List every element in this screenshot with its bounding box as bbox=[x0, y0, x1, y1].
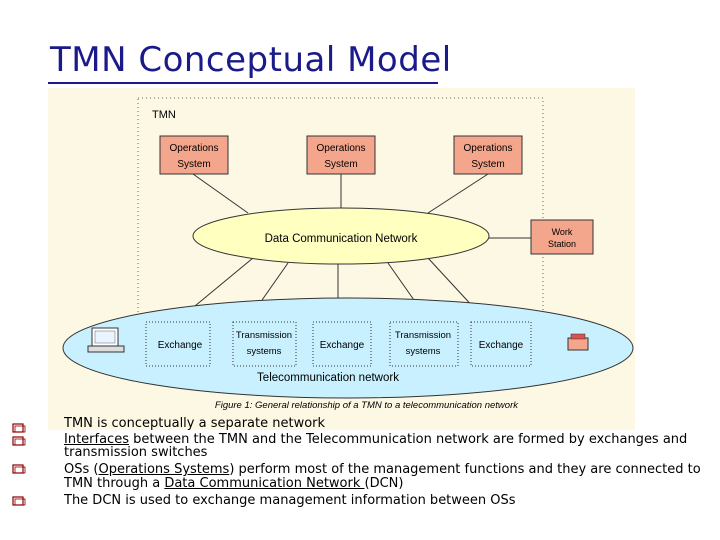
telephone-icon bbox=[567, 333, 589, 351]
bullet-box-icon bbox=[12, 436, 26, 446]
workstation-line2: Station bbox=[548, 239, 576, 249]
bullet-3: OSs (Operations Systems) perform most of… bbox=[64, 462, 701, 477]
exchange-label: Exchange bbox=[158, 340, 203, 351]
bullet-box-icon bbox=[12, 496, 26, 506]
bullet-3-line2: TMN through a Data Communication Network… bbox=[64, 476, 403, 491]
bullet-3-post: ) perform most of the management functio… bbox=[229, 462, 701, 477]
operations-system-3: Operations System bbox=[453, 135, 523, 175]
bullet-2-text: between the TMN and the Telecommunicatio… bbox=[128, 432, 688, 447]
work-station: Work Station bbox=[530, 219, 594, 255]
os-label-line2: System bbox=[177, 159, 210, 170]
figure-caption: Figure 1: General relationship of a TMN … bbox=[215, 400, 519, 411]
os-label-line1: Operations bbox=[170, 143, 219, 154]
tmn-boundary bbox=[137, 97, 544, 329]
workstation-line1: Work bbox=[552, 227, 573, 237]
operations-system-2: Operations System bbox=[306, 135, 376, 175]
bullet-3-line2-post: (DCN) bbox=[364, 476, 404, 491]
interfaces-link[interactable]: Interfaces bbox=[64, 432, 129, 447]
operations-system-1: Operations System bbox=[159, 135, 229, 175]
os-label-line1: Operations bbox=[464, 143, 513, 154]
bullet-1: TMN is conceptually a separate network bbox=[64, 416, 326, 431]
bullet-2: Interfaces between the TMN and the Telec… bbox=[64, 432, 687, 447]
dcn-link[interactable]: Data Communication Network bbox=[164, 476, 365, 491]
exchange-1: Exchange bbox=[145, 321, 211, 367]
dcn-label: Data Communication Network bbox=[265, 233, 418, 245]
os-label-line2: System bbox=[324, 159, 357, 170]
dcn-ellipse bbox=[192, 207, 490, 265]
transmission-label-line2: systems bbox=[247, 346, 282, 357]
tmn-diagram: TMN Data Communication Network bbox=[62, 97, 634, 411]
bullet-3-line2-pre: TMN through a bbox=[64, 476, 165, 491]
bullet-box-icon bbox=[12, 423, 26, 433]
telecom-network-label: Telecommunication network bbox=[257, 372, 399, 384]
exchange-3: Exchange bbox=[470, 321, 532, 367]
transmission-label-line1: Transmission bbox=[236, 330, 292, 341]
operations-systems-link[interactable]: Operations Systems bbox=[98, 462, 230, 477]
exchange-2: Exchange bbox=[312, 321, 372, 367]
bullet-box-icon bbox=[12, 464, 26, 474]
computer-icon bbox=[87, 327, 125, 353]
tmn-label: TMN bbox=[152, 109, 176, 121]
transmission-system-2: Transmission systems bbox=[389, 321, 459, 367]
transmission-system-1: Transmission systems bbox=[232, 321, 297, 367]
bullet-4: The DCN is used to exchange management i… bbox=[64, 493, 516, 508]
os-label-line2: System bbox=[471, 159, 504, 170]
transmission-label-line2: systems bbox=[406, 346, 441, 357]
transmission-label-line1: Transmission bbox=[395, 330, 451, 341]
exchange-label: Exchange bbox=[479, 340, 524, 351]
tmn-figure: TMN Data Communication Network bbox=[48, 88, 635, 430]
slide-title: TMN Conceptual Model bbox=[50, 40, 452, 80]
exchange-label: Exchange bbox=[320, 340, 365, 351]
os-label-line1: Operations bbox=[317, 143, 366, 154]
bullet-2-line2: transmission switches bbox=[64, 445, 208, 460]
bullet-3-pre: OSs ( bbox=[64, 462, 99, 477]
title-underline bbox=[48, 82, 438, 84]
